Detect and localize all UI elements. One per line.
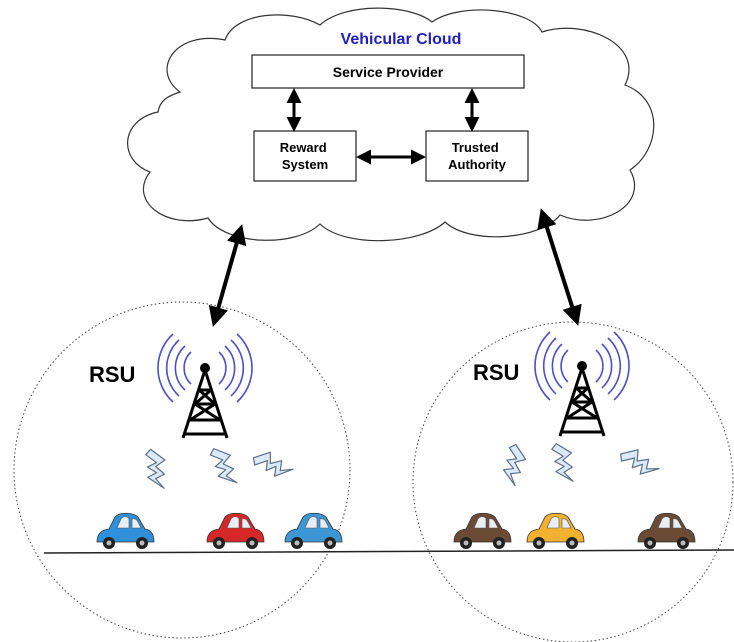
reward-system-line2: System bbox=[282, 157, 328, 172]
trusted-authority-line1: Trusted bbox=[452, 140, 499, 155]
car-icon bbox=[284, 512, 343, 549]
car-icon bbox=[453, 512, 512, 549]
radio-tower-icon bbox=[534, 331, 630, 437]
wireless-waves-icon bbox=[534, 331, 630, 401]
service-provider-label: Service Provider bbox=[333, 64, 444, 80]
trusted-authority-label: Trusted Authority bbox=[448, 140, 507, 172]
service-provider-box bbox=[251, 54, 525, 89]
arrow-cloud-rsu-left bbox=[208, 224, 247, 327]
wireless-waves-icon bbox=[157, 333, 253, 403]
lightning-signal-icon bbox=[209, 446, 238, 486]
lightning-signal-icon bbox=[617, 440, 660, 485]
arrow-cloud-rsu-right bbox=[537, 208, 582, 326]
rsu-coverage-left bbox=[13, 301, 351, 639]
lightning-signal-icon bbox=[548, 442, 577, 482]
car-icon bbox=[96, 512, 155, 549]
reward-system-box bbox=[253, 130, 357, 182]
radio-tower-icon bbox=[157, 333, 253, 439]
reward-system-line1: Reward bbox=[280, 140, 327, 155]
reward-system-label: Reward System bbox=[280, 140, 331, 172]
lightning-signal-icon bbox=[249, 443, 294, 487]
road-line bbox=[43, 549, 734, 554]
lightning-signal-icon bbox=[493, 441, 534, 487]
vehicles-layer bbox=[96, 512, 696, 549]
trusted-authority-line2: Authority bbox=[448, 157, 507, 172]
rsu-label-right: RSU bbox=[473, 360, 519, 385]
rsu-coverage-right bbox=[412, 321, 734, 642]
lightning-signal-icon bbox=[139, 448, 171, 489]
trusted-authority-box bbox=[425, 130, 529, 182]
car-icon bbox=[206, 512, 265, 549]
rsu-label-left: RSU bbox=[89, 362, 135, 387]
cloud-title: Vehicular Cloud bbox=[341, 31, 462, 48]
car-icon bbox=[526, 512, 585, 549]
car-icon bbox=[637, 512, 696, 549]
